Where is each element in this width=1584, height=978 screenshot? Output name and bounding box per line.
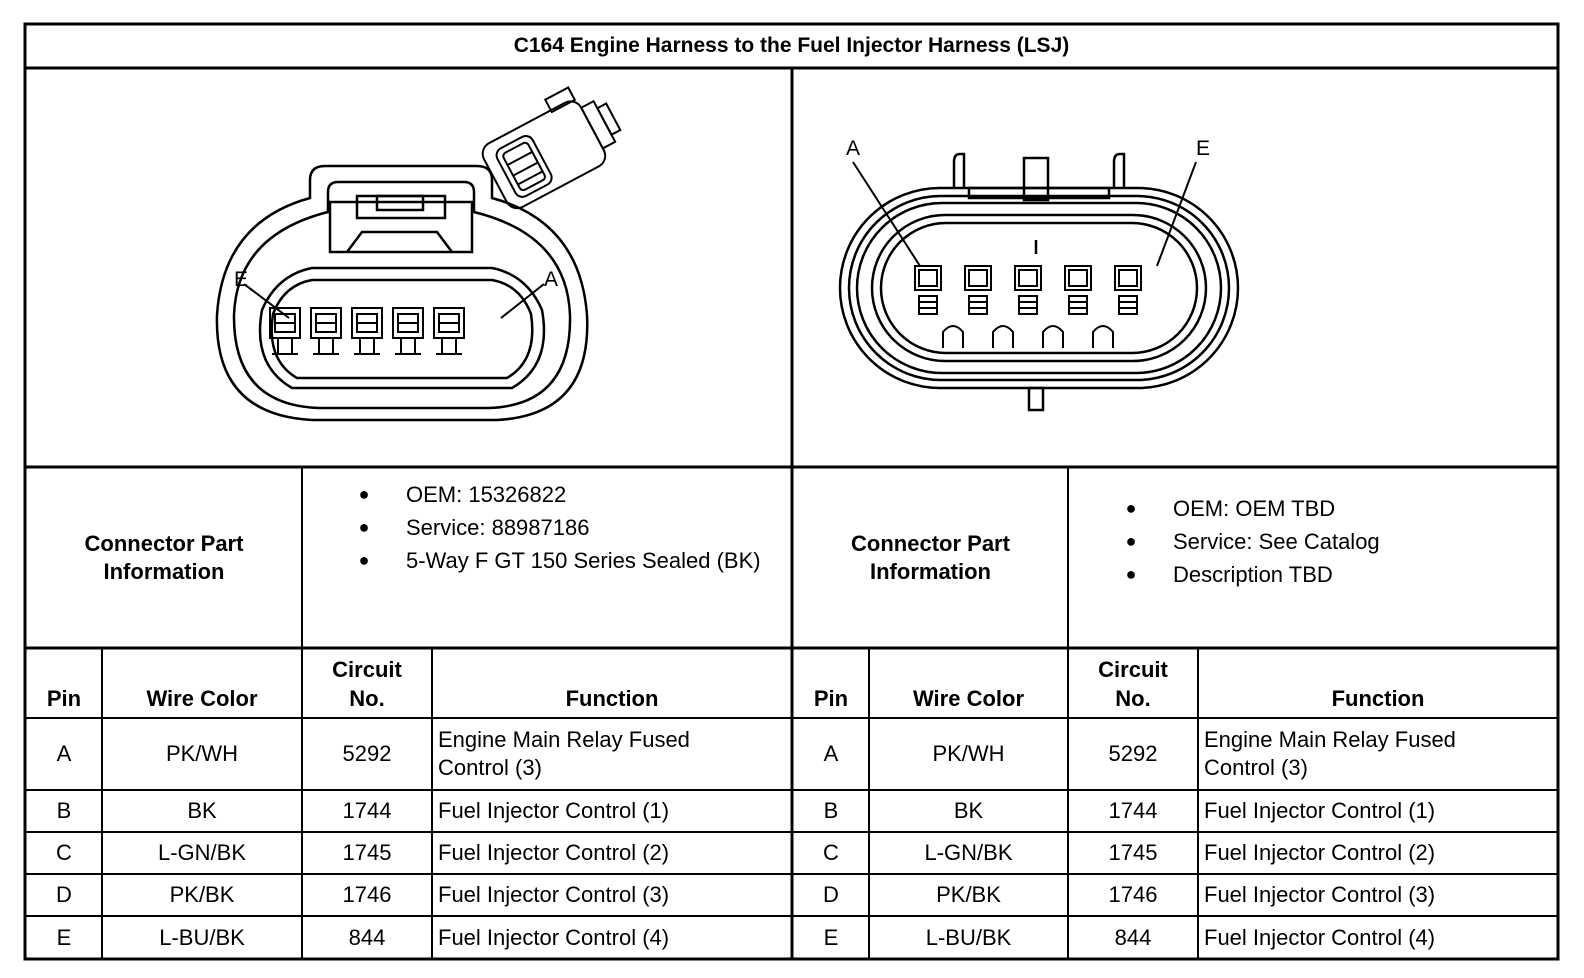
- bullet-icon: ●: [358, 550, 370, 570]
- table-cell-circuit: 844: [348, 924, 386, 950]
- header-circuit-no: Circuit No.: [332, 657, 402, 711]
- table-cell-function: Fuel Injector Control (3): [438, 882, 670, 907]
- table-cell-wire-color: L-BU/BK: [925, 924, 1012, 950]
- table-cell-pin: C: [823, 840, 839, 865]
- header-circuit-no: Circuit No.: [1098, 657, 1168, 711]
- table-cell-circuit: 5292: [1108, 741, 1158, 766]
- bullet-icon: ●: [1125, 498, 1137, 518]
- key-rib-icon: [1092, 325, 1114, 348]
- table-cell-pin: E: [823, 924, 839, 950]
- table-cell-pin: B: [823, 798, 839, 823]
- table-cell-function: Fuel Injector Control (1): [438, 798, 670, 823]
- bullet-icon: ●: [1125, 564, 1137, 584]
- pin-cavity-icon: [392, 307, 424, 355]
- pin-cavity-icon: [310, 307, 342, 355]
- table-cell-function: Engine Main Relay Fused Control (3): [438, 727, 690, 780]
- table-cell-wire-color: PK/WH: [165, 741, 239, 766]
- bullet-icon: ●: [1125, 531, 1137, 551]
- table-cell-wire-color: PK/WH: [932, 741, 1005, 766]
- table-cell-circuit: 1745: [342, 840, 392, 865]
- pin-cavity-icon: [1114, 265, 1142, 315]
- table-cell-pin: E: [56, 924, 72, 950]
- table-cell-circuit: 844: [1114, 924, 1152, 950]
- table-cell-function: Fuel Injector Control (2): [438, 840, 670, 865]
- pin-cavity-icon: [433, 307, 465, 355]
- left-connector-info: ●OEM: 15326822 ●Service: 88987186 ●5-Way…: [354, 478, 768, 577]
- pin-cavity-icon: [1014, 265, 1042, 315]
- left-label-e: E: [234, 268, 248, 291]
- right-connector-info-label: Connector Part Information: [851, 531, 1010, 584]
- table-cell-circuit: 1746: [342, 882, 392, 907]
- pin-cavity-icon: [1064, 265, 1092, 315]
- table-cell-circuit: 5292: [342, 741, 392, 766]
- right-label-e: E: [1196, 137, 1210, 160]
- left-info-item: ●5-Way F GT 150 Series Sealed (BK): [354, 544, 768, 577]
- left-connector-diagram: E A: [215, 86, 622, 422]
- table-cell-function: Fuel Injector Control (2): [1204, 840, 1436, 865]
- header-pin: Pin: [46, 686, 82, 711]
- right-info-item: ●Description TBD: [1121, 558, 1551, 591]
- bullet-icon: ●: [358, 484, 370, 504]
- page-title: C164 Engine Harness to the Fuel Injector…: [513, 34, 1070, 57]
- table-cell-pin: C: [56, 840, 72, 865]
- left-connector-info-label: Connector Part Information: [84, 531, 244, 584]
- table-cell-function: Fuel Injector Control (3): [1204, 882, 1436, 907]
- right-connector-info: ●OEM: OEM TBD ●Service: See Catalog ●Des…: [1121, 492, 1551, 591]
- table-cell-pin: A: [56, 741, 72, 766]
- table-cell-wire-color: BK: [953, 798, 984, 823]
- table-cell-function: Fuel Injector Control (4): [1204, 924, 1436, 950]
- table-cell-function: Fuel Injector Control (1): [1204, 798, 1436, 823]
- table-cell-pin: B: [56, 798, 72, 823]
- table-cell-pin: D: [823, 882, 839, 907]
- pin-cavity-icon: [914, 265, 942, 315]
- header-pin: Pin: [813, 686, 849, 711]
- table-cell-wire-color: PK/BK: [169, 882, 235, 907]
- table-cell-circuit: 1745: [1108, 840, 1158, 865]
- table-cell-circuit: 1746: [1108, 882, 1158, 907]
- pin-cavity-icon: [351, 307, 383, 355]
- header-wire-color: Wire Color: [912, 686, 1025, 711]
- left-info-item: ●OEM: 15326822: [354, 478, 768, 511]
- header-wire-color: Wire Color: [146, 686, 258, 711]
- table-cell-wire-color: BK: [187, 798, 217, 823]
- right-label-a: A: [846, 137, 860, 160]
- right-connector-diagram: A E: [838, 137, 1240, 412]
- pin-cavity-icon: [964, 265, 992, 315]
- table-cell-wire-color: PK/BK: [936, 882, 1001, 907]
- right-info-item: ●Service: See Catalog: [1121, 525, 1551, 558]
- key-rib-icon: [1042, 325, 1064, 348]
- key-rib-icon: [992, 325, 1014, 348]
- header-function: Function: [1331, 686, 1425, 711]
- right-info-item: ●OEM: OEM TBD: [1121, 492, 1551, 525]
- table-cell-pin: A: [823, 741, 839, 766]
- table-cell-function: Engine Main Relay Fused Control (3): [1204, 727, 1456, 780]
- bullet-icon: ●: [358, 517, 370, 537]
- header-function: Function: [565, 686, 659, 711]
- table-cell-wire-color: L-GN/BK: [924, 840, 1013, 865]
- table-cell-circuit: 1744: [1108, 798, 1158, 823]
- table-cell-pin: D: [56, 882, 72, 907]
- table-cell-wire-color: L-GN/BK: [157, 840, 247, 865]
- table-cell-function: Fuel Injector Control (4): [438, 924, 670, 950]
- left-info-item: ●Service: 88987186: [354, 511, 768, 544]
- table-cell-circuit: 1744: [342, 798, 392, 823]
- key-rib-icon: [942, 325, 964, 348]
- left-label-a: A: [544, 268, 558, 291]
- table-cell-wire-color: L-BU/BK: [159, 924, 245, 950]
